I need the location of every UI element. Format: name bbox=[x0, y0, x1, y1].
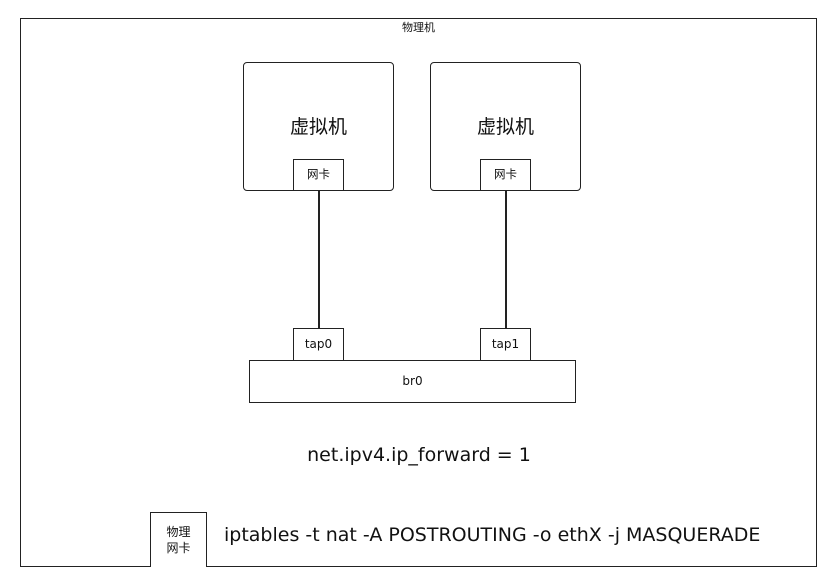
vm-1-nic: 网卡 bbox=[293, 159, 344, 191]
ip-forward-setting: net.ipv4.ip_forward = 1 bbox=[307, 444, 531, 466]
vm-2-title: 虚拟机 bbox=[476, 116, 534, 138]
physical-nic-box: 物理 网卡 bbox=[150, 512, 207, 567]
host-machine-frame bbox=[20, 18, 817, 567]
host-machine-title: 物理机 bbox=[402, 21, 435, 34]
vm2-to-tap1-link bbox=[505, 191, 507, 329]
physical-nic-label-line2: 网卡 bbox=[166, 541, 191, 555]
tap1-port: tap1 bbox=[480, 328, 531, 361]
vm1-to-tap0-link bbox=[318, 191, 320, 329]
iptables-masquerade-command: iptables -t nat -A POSTROUTING -o ethX -… bbox=[224, 524, 761, 546]
bridge-br0: br0 bbox=[249, 360, 576, 403]
tap0-port: tap0 bbox=[293, 328, 344, 361]
physical-nic-label-line1: 物理 bbox=[166, 525, 191, 539]
vm-1-title: 虚拟机 bbox=[289, 116, 347, 138]
vm-2-nic: 网卡 bbox=[480, 159, 531, 191]
